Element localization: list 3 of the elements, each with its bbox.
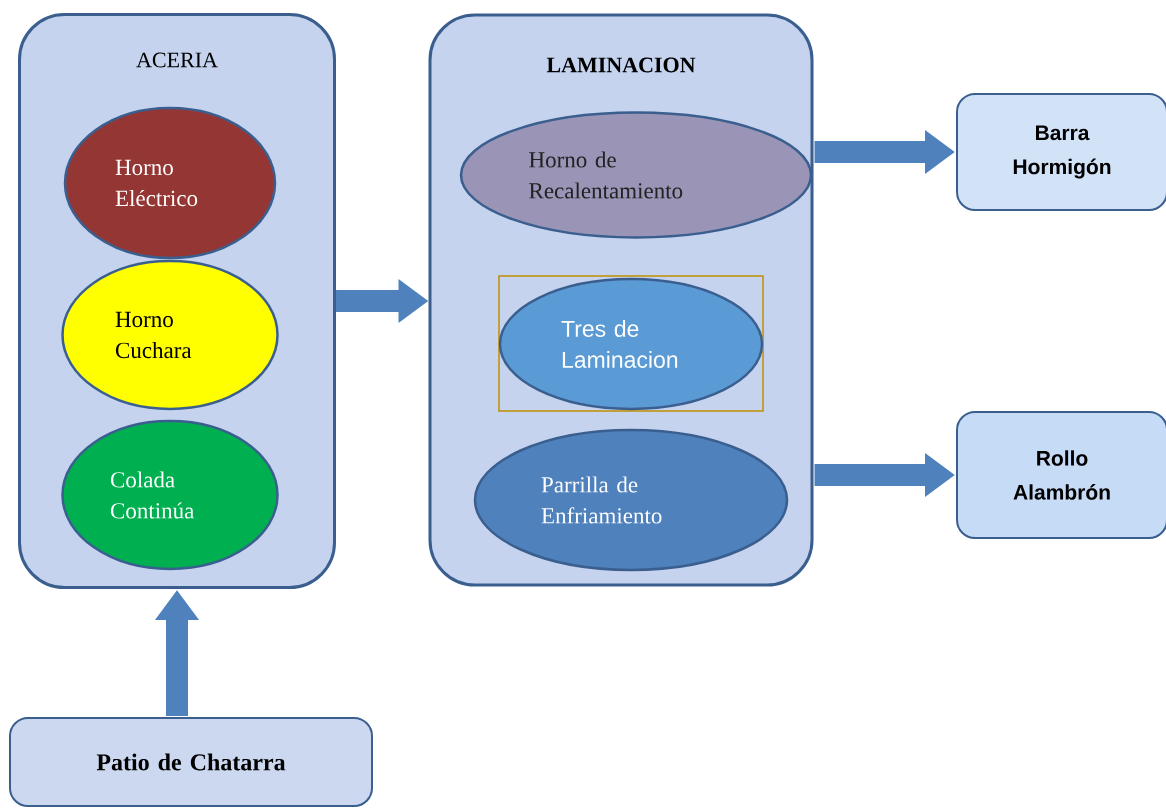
product-box: Rollo Alambrón (956, 411, 1166, 539)
product-box: Patio de Chatarra (9, 717, 373, 807)
product-box: Barra Hormigón (956, 93, 1166, 211)
